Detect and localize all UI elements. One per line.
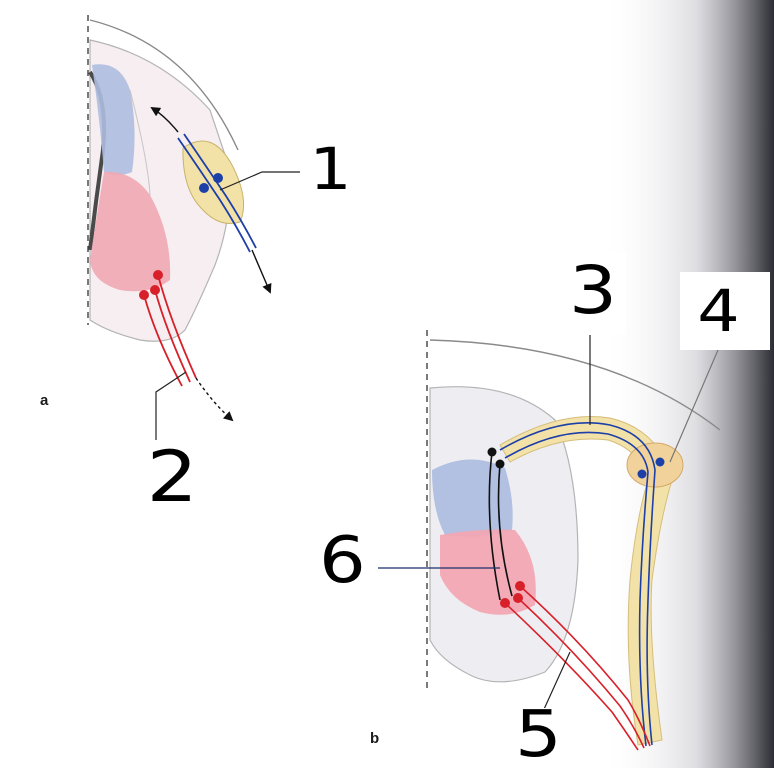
- leader-line-4: [669, 349, 719, 463]
- page-edge-shadow: [600, 0, 774, 768]
- panel-b-interneuron-soma-1: [487, 447, 497, 457]
- panel-a-sensory-soma-2: [213, 173, 223, 183]
- leader-line-1: [219, 171, 300, 191]
- leader-line-5: [539, 651, 571, 719]
- panel-b-motor-axon-2: [517, 597, 645, 749]
- panel-b-interneuron-soma-2: [495, 459, 505, 469]
- callout-5-box: [508, 708, 592, 768]
- panel-a-arrow-periphery: [251, 249, 272, 294]
- callout-1: 1: [309, 135, 352, 203]
- panel-b-sensory-soma-2: [655, 457, 665, 467]
- panel-b-label: b: [370, 730, 380, 747]
- panel-b-sensory-fiber: [499, 422, 656, 746]
- leader-line-2: [155, 371, 187, 440]
- panel-a-sensory-soma-1: [199, 183, 209, 193]
- panel-a-sensory-fiber-1: [177, 137, 251, 253]
- panel-a-white-matter-line: [129, 89, 151, 196]
- panel-a-motor-axon-2: [154, 289, 191, 383]
- panel-b-sensory-soma-1: [637, 469, 647, 479]
- panel-b-drawing: [378, 330, 721, 751]
- panel-b-sensory-fiber-2: [504, 431, 649, 747]
- panel-a-motor-axon-1: [157, 274, 197, 379]
- panel-b-interneuron-1: [488, 451, 501, 601]
- panel-b-dorsal-horn: [432, 459, 513, 537]
- panel-a-ganglion: [182, 140, 245, 224]
- callout-4: 4: [697, 277, 740, 345]
- panel-a-motor-axon-3: [143, 294, 183, 387]
- panel-b-outer-arc: [429, 339, 721, 431]
- callout-3-box: [562, 252, 626, 334]
- panel-a-label: a: [40, 392, 49, 409]
- panel-b-interneuron-2: [497, 463, 513, 597]
- panel-a-drawing: [87, 15, 300, 440]
- panel-b-motor-axon-1: [519, 585, 651, 747]
- panel-a-arrow-motor: [195, 377, 234, 422]
- callout-3: 3: [568, 252, 618, 329]
- panel-a-arrow-dorsal: [150, 106, 179, 133]
- callout-4-box: [680, 272, 770, 350]
- panel-a-ventral-horn: [90, 171, 171, 292]
- callout-2: 2: [146, 436, 198, 518]
- panel-a-sensory-fiber-2: [183, 133, 257, 249]
- panel-b-motor-axon-3: [504, 602, 639, 751]
- panel-a-outer-arc: [89, 19, 239, 151]
- callout-5: 5: [514, 698, 562, 772]
- callout-6: 6: [318, 524, 366, 598]
- panel-a-dorsal-horn: [92, 64, 135, 175]
